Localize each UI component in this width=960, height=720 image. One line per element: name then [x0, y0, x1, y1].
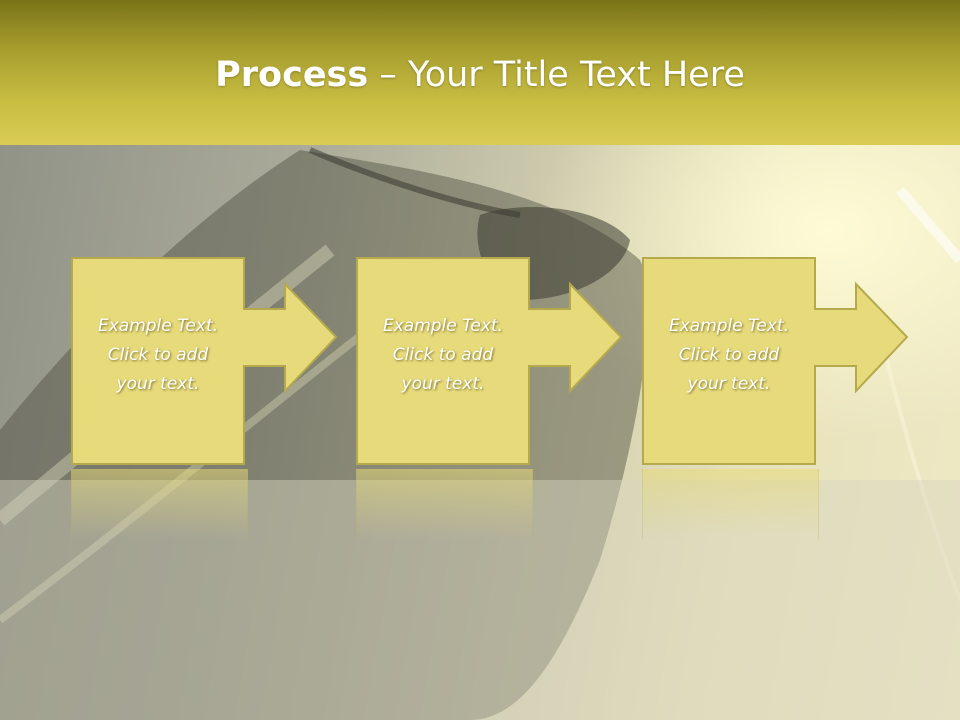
- slide-title[interactable]: Process – Your Title Text Here: [0, 52, 960, 98]
- box-reflection: [71, 469, 248, 539]
- arrow-box-shape: [356, 257, 623, 465]
- process-step-1[interactable]: Example Text. Click to add your text.: [71, 257, 357, 539]
- step-label[interactable]: Example Text. Click to add your text.: [382, 316, 504, 394]
- process-step-3[interactable]: Example Text. Click to add your text.: [642, 257, 928, 539]
- title-bold: Process: [215, 55, 369, 95]
- box-reflection: [642, 469, 819, 539]
- step-label[interactable]: Example Text. Click to add your text.: [668, 316, 790, 394]
- step-label[interactable]: Example Text. Click to add your text.: [97, 316, 219, 394]
- title-bar: [0, 0, 960, 145]
- box-reflection: [356, 469, 533, 539]
- arrow-box-shape: [642, 257, 909, 465]
- process-step-2[interactable]: Example Text. Click to add your text.: [356, 257, 642, 539]
- title-rest: – Your Title Text Here: [368, 55, 745, 95]
- arrow-box-shape: [71, 257, 338, 465]
